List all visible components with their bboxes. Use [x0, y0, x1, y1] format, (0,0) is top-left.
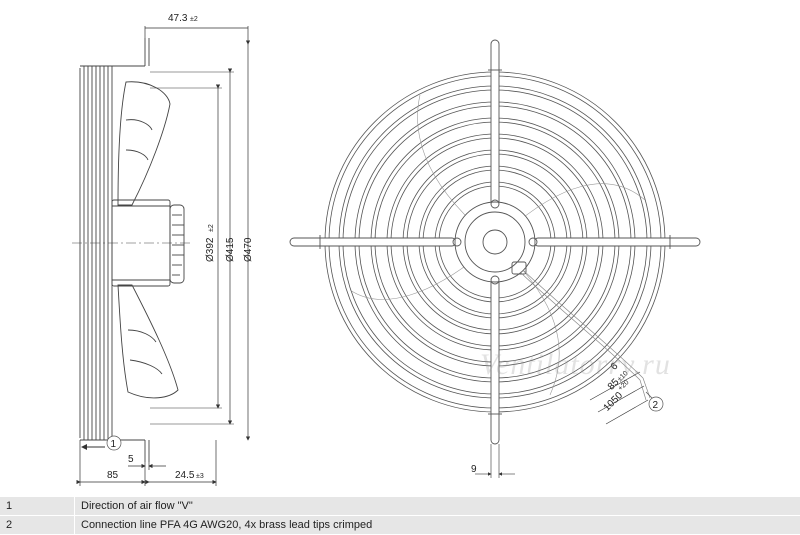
dim-offset-top-tol: ±2 — [190, 16, 198, 23]
front-hub — [452, 199, 538, 285]
legend-row: 2 Connection line PFA 4G AWG20, 4x brass… — [0, 516, 800, 534]
side-blade-upper — [117, 81, 171, 206]
svg-text:1: 1 — [111, 439, 117, 450]
dim-dia-mid: Ø415 — [225, 237, 236, 262]
legend-table: 1 Direction of air flow "V" 2 Connection… — [0, 497, 800, 535]
dim-width-5: 5 — [128, 454, 134, 465]
dim-width-9: 9 — [471, 464, 477, 475]
dim-dia-inner-tol: ±2 — [208, 224, 215, 232]
dim-width-85: 85 — [107, 470, 119, 481]
svg-text:2: 2 — [653, 400, 659, 411]
callout-2: 2 — [645, 391, 664, 412]
dim-cable-1050: 1050 — [602, 390, 626, 414]
side-dimension-labels: 47.3 ±2 Ø392 ±2 Ø415 Ø470 85 5 24.5 ±3 — [107, 13, 254, 481]
side-blade-lower — [117, 284, 179, 399]
technical-drawing: 47.3 ±2 Ø392 ±2 Ø415 Ø470 85 5 24.5 ±3 1 — [72, 13, 701, 486]
callout-1: 1 — [106, 435, 122, 451]
legend-number: 2 — [0, 516, 75, 534]
dim-width-24-5: 24.5 — [175, 470, 195, 481]
dim-dia-outer: Ø470 — [243, 237, 254, 262]
legend-description: Direction of air flow "V" — [81, 500, 193, 512]
watermark: Ventilatorry.ru — [480, 348, 671, 381]
side-guard-wires — [79, 38, 150, 462]
front-view — [289, 39, 701, 445]
side-view — [72, 38, 190, 462]
legend-row: 1 Direction of air flow "V" — [0, 497, 800, 515]
dim-width-24-5-tol: ±3 — [196, 473, 204, 480]
side-rotor-fins — [169, 204, 185, 284]
side-dimensions — [76, 26, 251, 486]
dim-offset-top: 47.3 — [168, 13, 188, 24]
front-dimensions — [475, 371, 649, 478]
legend-description: Connection line PFA 4G AWG20, 4x brass l… — [81, 519, 373, 531]
legend-number: 1 — [0, 497, 75, 515]
dim-dia-inner: Ø392 — [205, 237, 216, 262]
front-support-bars — [289, 39, 701, 445]
